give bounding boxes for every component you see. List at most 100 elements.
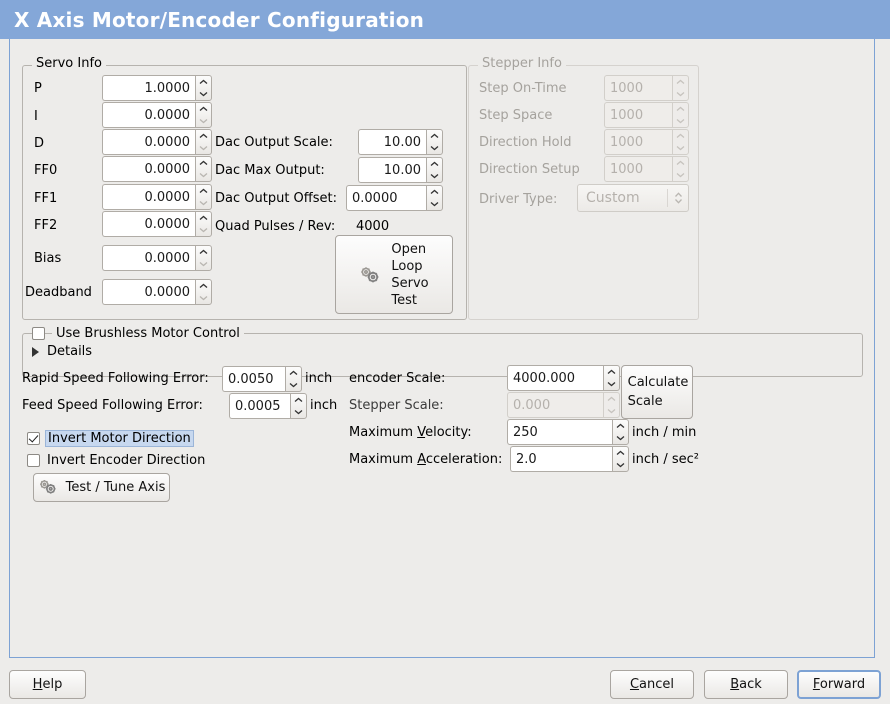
spin-up-icon[interactable] [196,246,211,258]
feed-speed-following-error-value[interactable]: 0.0005 [229,393,290,419]
servo-spin-ff1[interactable]: 0.0000 [102,184,212,210]
spin-down-icon[interactable] [427,142,442,154]
details-expander[interactable]: Details [32,344,92,359]
feed-spin-buttons[interactable] [290,393,307,419]
checkbox-box[interactable] [27,454,40,467]
step-on-time-buttons [672,75,689,101]
dac-output-offset-spin[interactable]: 0.0000 [346,185,443,211]
cancel-button[interactable]: Cancel [610,670,694,699]
servo-spin-i-buttons[interactable] [195,102,212,128]
servo-spin-ff1-buttons[interactable] [195,184,212,210]
rapid-speed-following-error-value[interactable]: 0.0050 [222,366,285,392]
gears-icon [38,478,60,498]
spin-up-icon[interactable] [196,130,211,142]
encoder-scale-buttons[interactable] [603,365,620,391]
dac-output-scale-value[interactable]: 10.00 [358,129,426,155]
spin-down-icon[interactable] [196,224,211,236]
direction-setup-value: 1000 [604,156,672,182]
invert-encoder-direction-checkbox[interactable]: Invert Encoder Direction [27,453,205,468]
dac-output-offset-value[interactable]: 0.0000 [346,185,426,211]
encoder-scale-spin[interactable]: 4000.000 [507,365,620,391]
servo-spin-i[interactable]: 0.0000 [102,102,212,128]
servo-value-i[interactable]: 0.0000 [102,102,195,128]
invert-motor-direction-checkbox[interactable]: Invert Motor Direction [27,430,194,447]
spin-up-icon[interactable] [613,420,628,432]
use-brushless-motor-control-checkbox[interactable]: Use Brushless Motor Control [32,326,244,341]
spin-up-icon[interactable] [604,366,619,378]
servo-spin-deadband-buttons[interactable] [195,279,212,305]
maximum-acceleration-spin[interactable]: 2.0 [510,446,629,472]
maximum-acceleration-buttons[interactable] [612,446,629,472]
rapid-speed-following-error-spin[interactable]: 0.0050 [222,366,302,392]
servo-value-deadband[interactable]: 0.0000 [102,279,195,305]
spin-up-icon[interactable] [427,130,442,142]
calculate-scale-button[interactable]: Calculate Scale [621,365,693,419]
servo-spin-p[interactable]: 1.0000 [102,75,212,101]
open-loop-servo-test-button[interactable]: Open Loop Servo Test [335,235,453,314]
checkbox-box[interactable] [32,327,45,340]
servo-value-d[interactable]: 0.0000 [102,129,195,155]
encoder-scale-value[interactable]: 4000.000 [507,365,603,391]
spin-down-icon[interactable] [196,258,211,270]
spin-down-icon[interactable] [196,88,211,100]
spin-up-icon[interactable] [196,157,211,169]
spin-up-icon[interactable] [196,76,211,88]
spin-down-icon[interactable] [286,379,301,391]
spin-up-icon[interactable] [196,185,211,197]
test-tune-axis-button[interactable]: Test / Tune Axis [33,473,170,502]
servo-value-ff2[interactable]: 0.0000 [102,211,195,237]
spin-up-icon[interactable] [427,186,442,198]
servo-value-bias[interactable]: 0.0000 [102,245,195,271]
servo-value-ff0[interactable]: 0.0000 [102,156,195,182]
servo-spin-ff0[interactable]: 0.0000 [102,156,212,182]
spin-down-icon[interactable] [196,197,211,209]
maximum-velocity-value[interactable]: 250 [507,419,612,445]
spin-down-icon[interactable] [613,459,628,471]
spin-down-icon[interactable] [604,378,619,390]
help-button[interactable]: Help [9,670,86,699]
servo-value-ff1[interactable]: 0.0000 [102,184,195,210]
dac-max-output-value[interactable]: 10.00 [358,157,426,183]
spin-down-icon[interactable] [291,406,306,418]
forward-button[interactable]: Forward [797,670,881,699]
dac-output-offset-buttons[interactable] [426,185,443,211]
servo-spin-ff2-buttons[interactable] [195,211,212,237]
spin-up-icon[interactable] [196,280,211,292]
spin-up-icon[interactable] [427,158,442,170]
spin-up-icon[interactable] [196,103,211,115]
servo-spin-ff0-buttons[interactable] [195,156,212,182]
spin-up-icon[interactable] [613,447,628,459]
maximum-velocity-buttons[interactable] [612,419,629,445]
spin-down-icon[interactable] [196,115,211,127]
dac-output-scale-spin[interactable]: 10.00 [358,129,443,155]
spin-down-icon[interactable] [427,170,442,182]
triangle-right-icon[interactable] [32,346,39,357]
back-button[interactable]: Back [704,670,788,699]
dac-max-output-spin[interactable]: 10.00 [358,157,443,183]
servo-spin-deadband[interactable]: 0.0000 [102,279,212,305]
spin-down-icon[interactable] [427,198,442,210]
spin-up-icon[interactable] [286,367,301,379]
dac-output-scale-buttons[interactable] [426,129,443,155]
servo-spin-bias-buttons[interactable] [195,245,212,271]
spin-up-icon[interactable] [291,394,306,406]
spin-down-icon[interactable] [613,432,628,444]
servo-value-p[interactable]: 1.0000 [102,75,195,101]
servo-spin-d[interactable]: 0.0000 [102,129,212,155]
dac-max-output-buttons[interactable] [426,157,443,183]
spin-down-icon[interactable] [196,169,211,181]
servo-spin-p-buttons[interactable] [195,75,212,101]
maximum-velocity-spin[interactable]: 250 [507,419,629,445]
servo-spin-bias[interactable]: 0.0000 [102,245,212,271]
rapid-spin-buttons[interactable] [285,366,302,392]
servo-spin-d-buttons[interactable] [195,129,212,155]
dialog-footer: Help Cancel Back Forward [0,658,890,704]
spin-up-icon[interactable] [196,212,211,224]
checkbox-box[interactable] [27,432,40,445]
spin-down-icon[interactable] [196,292,211,304]
spin-down-icon[interactable] [196,142,211,154]
servo-spin-ff2[interactable]: 0.0000 [102,211,212,237]
max-accel-label-post: cceleration: [425,452,503,467]
feed-speed-following-error-spin[interactable]: 0.0005 [229,393,307,419]
maximum-acceleration-value[interactable]: 2.0 [510,446,612,472]
